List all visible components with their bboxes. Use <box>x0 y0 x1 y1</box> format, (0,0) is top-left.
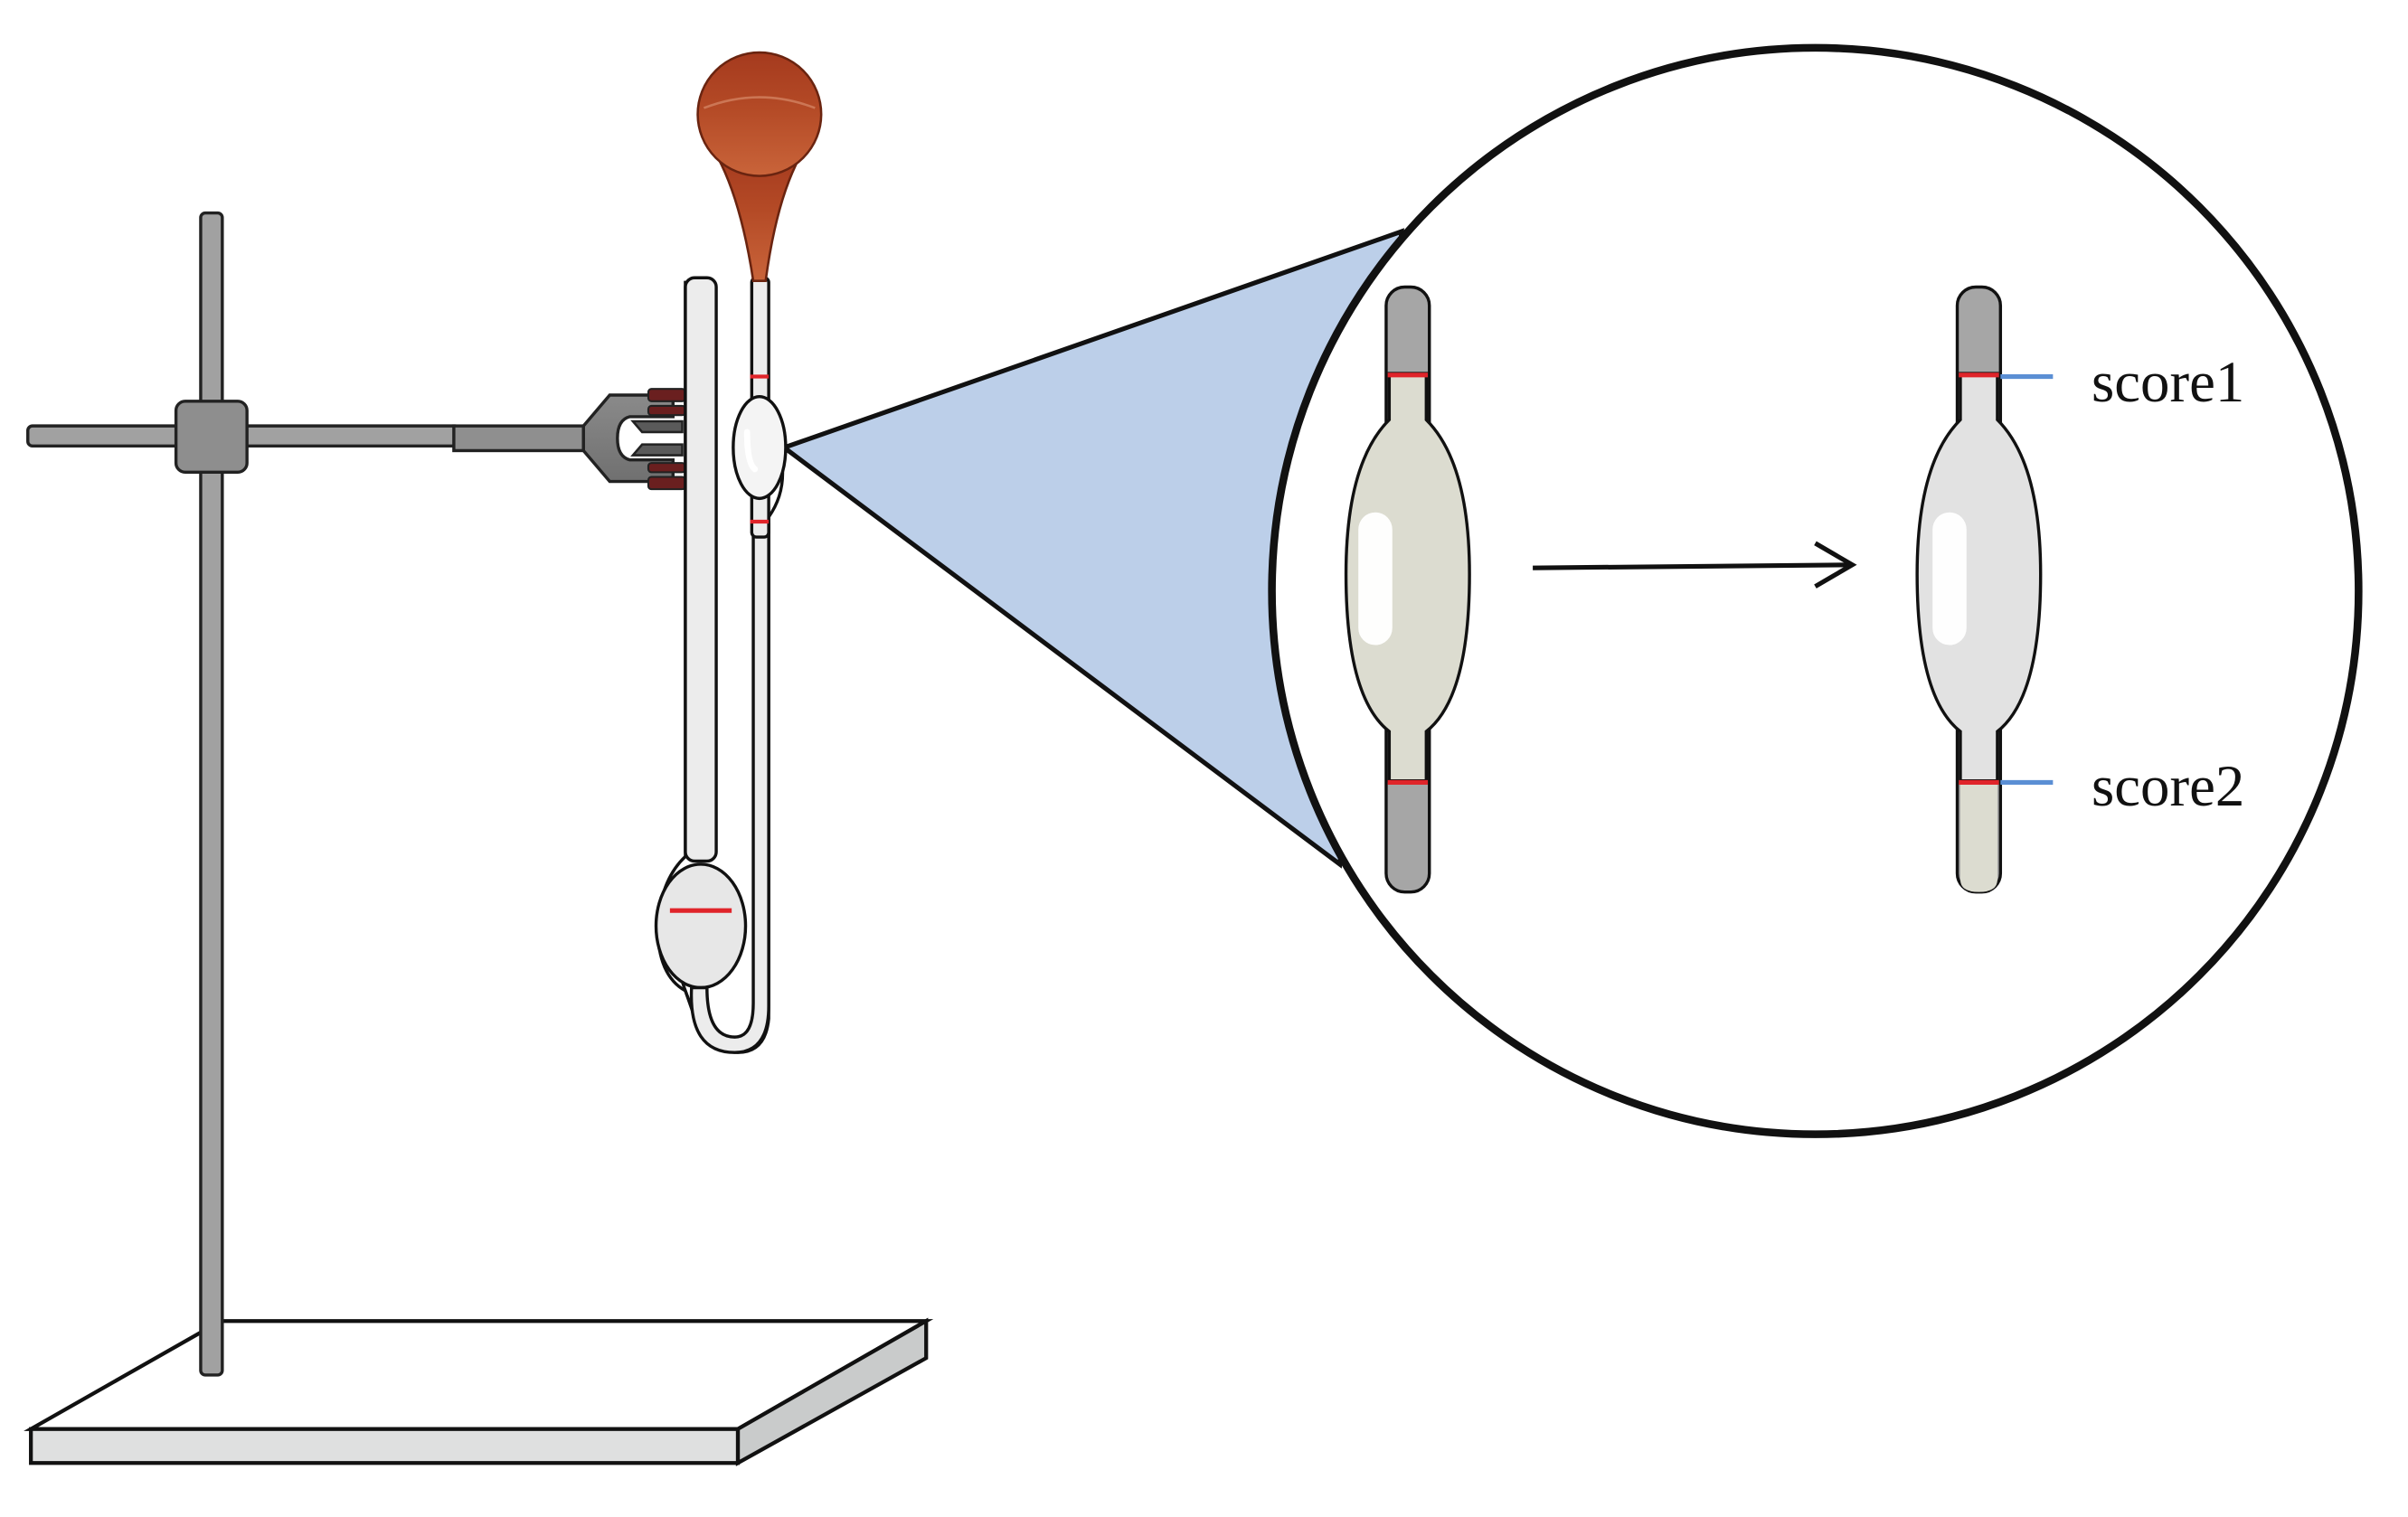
magnifier-circle <box>1268 43 2363 1138</box>
bosshead <box>174 400 249 475</box>
score2-label: score2 <box>2092 754 2244 819</box>
rubber-suction-bulb <box>696 51 823 282</box>
magnified-bulb-after <box>1915 285 2043 894</box>
magnified-bulb-before <box>1344 285 1471 894</box>
stand-base <box>24 1317 934 1466</box>
stand-rod <box>199 211 224 1377</box>
holding-clamp <box>452 388 686 491</box>
viscometer-tube <box>654 276 788 1054</box>
score1-label: score1 <box>2092 350 2244 415</box>
right-arrow-icon <box>1533 541 1857 589</box>
